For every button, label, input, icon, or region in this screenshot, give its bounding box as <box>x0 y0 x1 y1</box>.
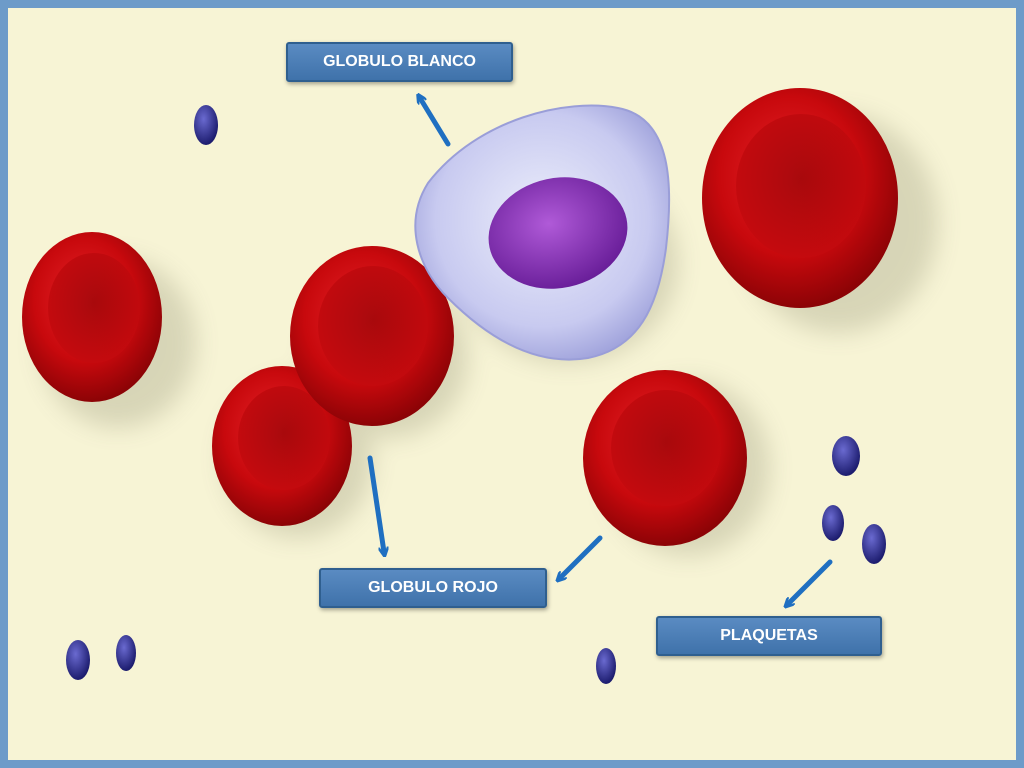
platelet <box>596 648 616 684</box>
platelet <box>194 105 218 145</box>
platelet <box>832 436 860 476</box>
red-blood-cell <box>702 88 898 308</box>
red-blood-cell <box>583 370 747 546</box>
slide: GLOBULO BLANCO GLOBULO ROJO PLAQUETAS <box>8 8 1016 760</box>
red-blood-cell <box>22 232 162 402</box>
platelets-label: PLAQUETAS <box>656 616 882 656</box>
platelet <box>862 524 886 564</box>
platelet <box>66 640 90 680</box>
white-blood-cell-label: GLOBULO BLANCO <box>286 42 513 82</box>
platelet <box>822 505 844 541</box>
platelet <box>116 635 136 671</box>
red-blood-cell-label: GLOBULO ROJO <box>319 568 547 608</box>
